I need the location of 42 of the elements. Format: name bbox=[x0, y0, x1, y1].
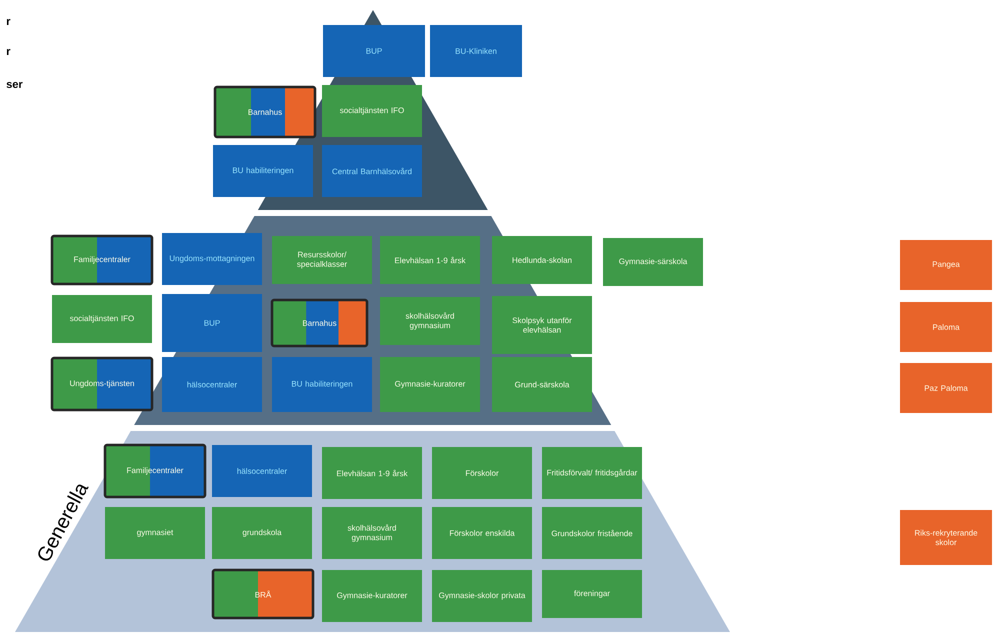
service-box: Grundskolor fristående bbox=[542, 507, 642, 559]
service-box: föreningar bbox=[542, 570, 642, 618]
service-box: Familjecentraler bbox=[104, 444, 206, 498]
service-box: Barnahus bbox=[214, 86, 316, 138]
label: r bbox=[6, 49, 10, 55]
label: ser bbox=[6, 82, 23, 88]
service-box: Gymnasie-kuratorer bbox=[322, 570, 422, 622]
service-box: Barnahus bbox=[270, 298, 368, 348]
service-box: skolhälsovård gymnasium bbox=[322, 507, 422, 559]
service-box: Skolpsyk utanför elevhälsan bbox=[492, 296, 592, 354]
service-box: Paz Paloma bbox=[900, 363, 992, 413]
service-box: Gymnasie-kuratorer bbox=[380, 357, 480, 412]
service-box: Resursskolor/ specialklasser bbox=[272, 236, 372, 284]
service-box: Central Barnhälsovård bbox=[322, 145, 422, 197]
service-box: hälsocentraler bbox=[212, 445, 312, 497]
service-box: BUP bbox=[323, 25, 425, 77]
service-box: socialtjänsten IFO bbox=[322, 85, 422, 137]
label: r bbox=[6, 19, 10, 25]
service-box: Gymnasie-skolor privata bbox=[432, 570, 532, 622]
service-box: Fritidsförvalt/ fritidsgårdar bbox=[542, 447, 642, 499]
service-box: Riks-rekryterande skolor bbox=[900, 510, 992, 565]
service-box: BU habiliteringen bbox=[213, 145, 313, 197]
service-box: Ungdoms-tjänsten bbox=[50, 356, 154, 412]
service-box: gymnasiet bbox=[105, 507, 205, 559]
service-box: Ungdoms-mottagningen bbox=[162, 233, 262, 285]
service-box: Elevhälsan 1-9 årsk bbox=[322, 447, 422, 499]
service-box: grundskola bbox=[212, 507, 312, 559]
service-box: skolhälsovård gymnasium bbox=[380, 297, 480, 345]
service-box: Grund-särskola bbox=[492, 357, 592, 412]
service-box: Pangea bbox=[900, 240, 992, 290]
service-box: BU-Kliniken bbox=[430, 25, 522, 77]
service-box: Hedlunda-skolan bbox=[492, 236, 592, 284]
service-box: hälsocentraler bbox=[162, 357, 262, 412]
service-box: Paloma bbox=[900, 302, 992, 352]
service-box: Förskolor bbox=[432, 447, 532, 499]
service-box: Gymnasie-särskola bbox=[603, 238, 703, 286]
service-box: Elevhälsan 1-9 årsk bbox=[380, 236, 480, 284]
service-box: socialtjänsten IFO bbox=[52, 295, 152, 343]
service-box: BUP bbox=[162, 294, 262, 352]
service-box: Förskolor enskilda bbox=[432, 507, 532, 559]
service-box: Familjecentraler bbox=[50, 234, 154, 286]
service-box: BU habiliteringen bbox=[272, 357, 372, 412]
